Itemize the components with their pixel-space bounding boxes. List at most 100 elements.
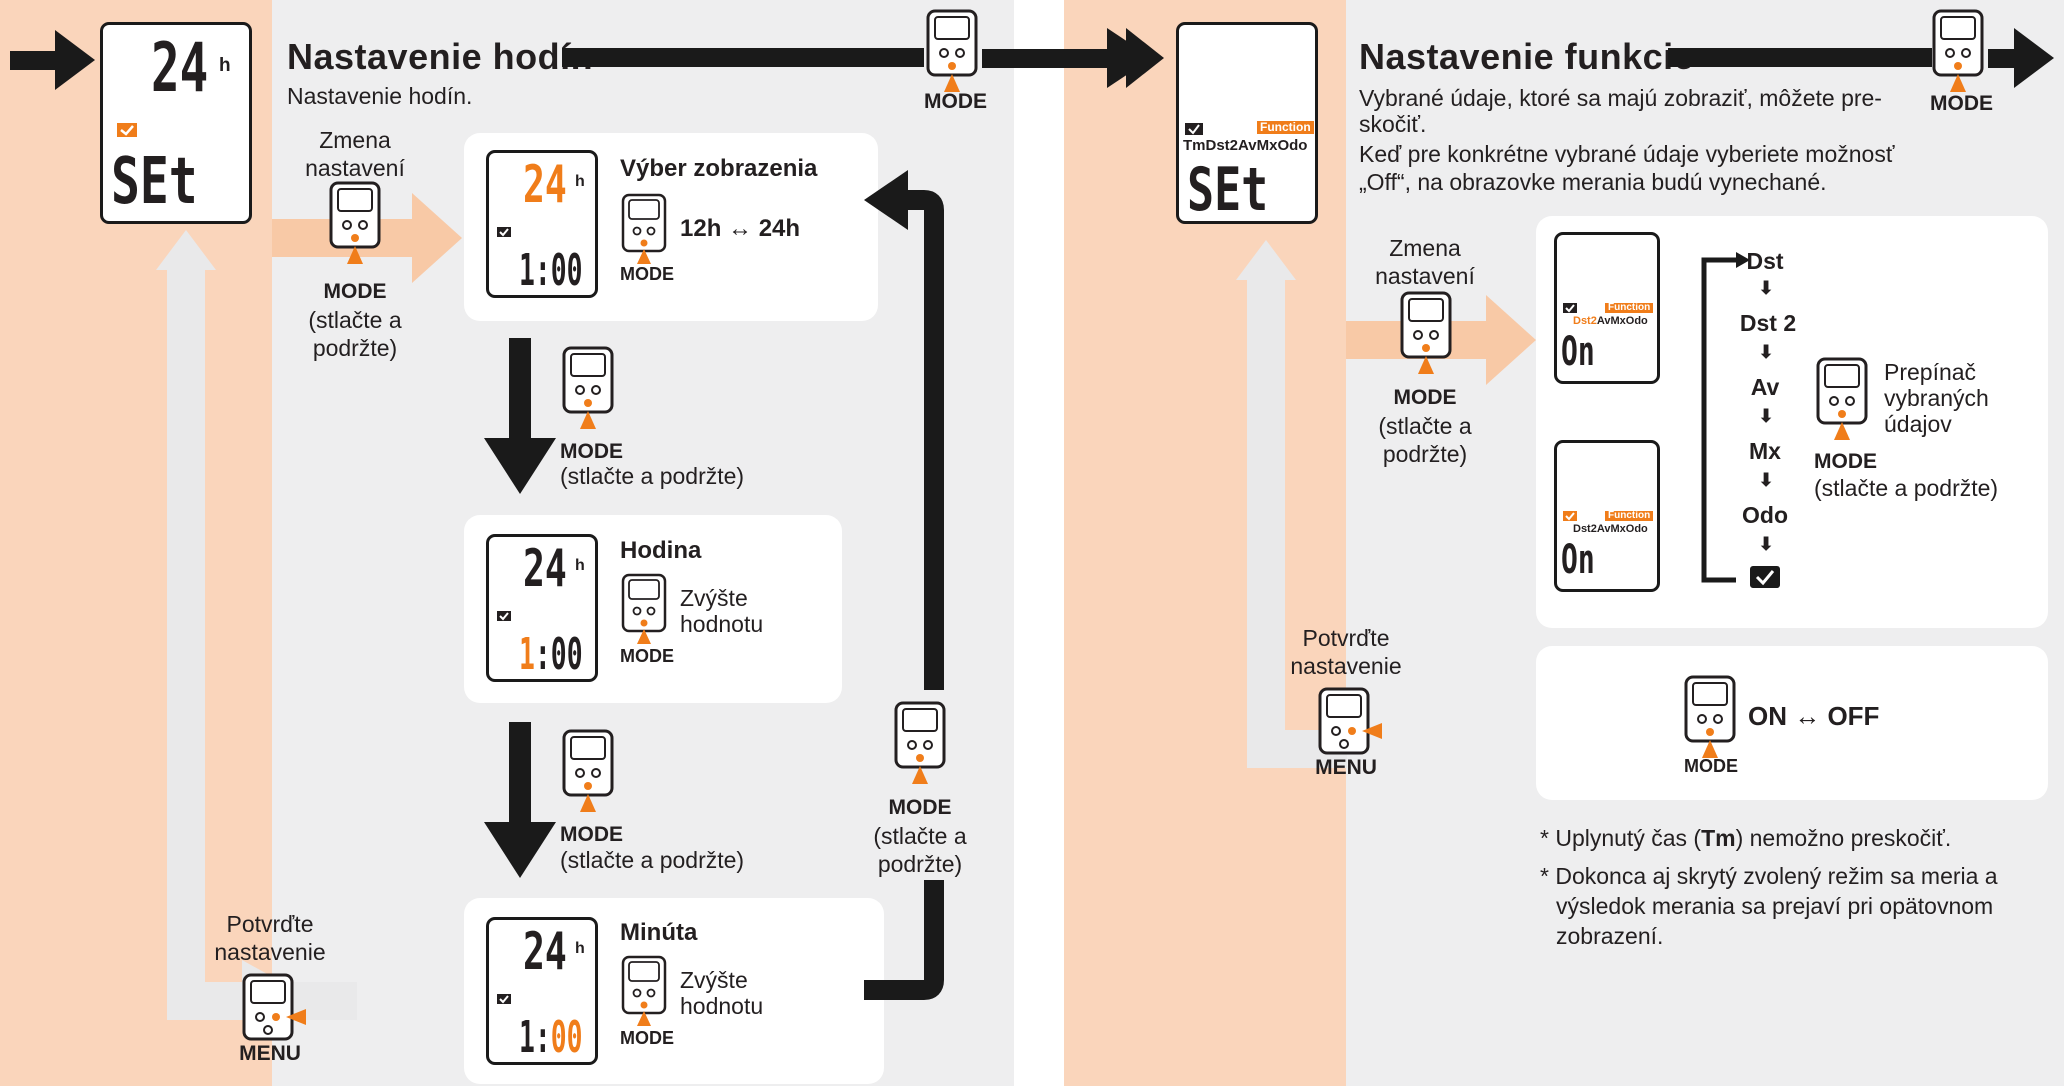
- switch-mode-button-icon[interactable]: [1814, 356, 1870, 440]
- right-confirm-line2: nastavenie: [1290, 653, 1402, 679]
- main-clock-lcd: 24 h SEt: [100, 22, 252, 224]
- right-title-bar: [1668, 48, 1932, 67]
- left-loop-arrow: [156, 230, 357, 1020]
- lcd-a-row-hi: Dst2: [1573, 315, 1597, 327]
- right-change-label-line2: nastavení: [1375, 263, 1475, 289]
- confirm-label-line1: Potvrďte: [226, 911, 314, 937]
- confirm-label-line2: nastavenie: [214, 939, 326, 965]
- entry-arrow: [10, 30, 95, 90]
- lcd-top-unit: h: [219, 55, 231, 76]
- function-clock-icon: [1185, 123, 1203, 135]
- right-menu-button-icon[interactable]: [1316, 686, 1384, 756]
- right-desc-line3: Keď pre konkrétne vybrané údaje vyberiet…: [1359, 141, 1895, 167]
- note-1-pre: * Uplynutý čas (: [1540, 825, 1702, 851]
- flow-item-dst: Dst: [1746, 248, 1784, 274]
- right-section-title: Nastavenie funkcie: [1359, 36, 1695, 77]
- step2-mode-button-icon[interactable]: [620, 572, 668, 644]
- note-1-post: ) nemožno preskočiť.: [1735, 825, 1952, 851]
- down2-text: (stlačte a podržte): [560, 847, 745, 873]
- right-hold-mode-button-icon[interactable]: [1398, 290, 1454, 374]
- step2-lcd-bottom: 1:00: [519, 629, 583, 680]
- lcd-b-row: Dst2AvMxOdo: [1573, 523, 1648, 535]
- step1-desc: 12h ↔ 24h: [680, 215, 801, 242]
- step2-lcd-top: 24: [523, 539, 567, 599]
- menu-button-icon[interactable]: [240, 972, 308, 1042]
- down-arrow-2: [484, 722, 556, 878]
- flow-item-av: Av: [1750, 374, 1780, 400]
- left-section-title: Nastavenie hodín: [287, 36, 594, 77]
- step1-clock-icon: [497, 227, 511, 237]
- step3-lcd-top: 24: [523, 922, 567, 982]
- note-2-line2: výsledok merania sa prejaví pri opätovno…: [1556, 893, 1994, 919]
- hold-mode-button-icon[interactable]: [327, 180, 383, 264]
- step3-mode-button-icon[interactable]: [620, 954, 668, 1026]
- note-1-bold: Tm: [1701, 825, 1736, 851]
- exit-arrow: [1988, 28, 2054, 88]
- down1-mode-button-icon[interactable]: [560, 345, 616, 429]
- step1-mode-button-icon[interactable]: [620, 192, 668, 264]
- onoff-mode-button-icon[interactable]: [1682, 674, 1738, 758]
- down2-mode-label: MODE: [560, 823, 623, 846]
- switch-label-line1: Prepínač: [1884, 359, 1977, 385]
- step1-lcd-unit: h: [575, 173, 585, 190]
- lcd-a-clock-icon: [1563, 303, 1577, 313]
- step1-lcd-top: 24: [523, 155, 567, 215]
- lcd-b-function-badge: Function: [1605, 511, 1654, 521]
- flow-arrow-4: ⬇: [1758, 470, 1774, 490]
- onoff-card: [1536, 646, 2048, 800]
- top-mode-label: MODE: [924, 90, 987, 113]
- left-section-subtitle: Nastavenie hodín.: [287, 83, 473, 109]
- step2-lcd-bottom-hi: 1: [519, 629, 535, 680]
- right-desc-line1: Vybrané údaje, ktoré sa majú zobraziť, m…: [1359, 85, 1882, 111]
- lcd-top-digits: 24: [151, 29, 209, 108]
- lcd-bottom-text: SEt: [111, 145, 198, 219]
- change-label-line2: nastavení: [305, 155, 405, 181]
- flow-clock-icon: [1750, 566, 1780, 588]
- flow-item-odo: Odo: [1742, 502, 1788, 528]
- right-desc-line4: „Off“, na obrazovke merania budú vynecha…: [1359, 169, 1827, 195]
- step3-lcd-bottom-hi: 00: [550, 1012, 583, 1063]
- switch-text: (stlačte a podržte): [1814, 475, 1999, 501]
- data-lcd-a: Function Dst2AvMxOdo On: [1554, 232, 1660, 384]
- step3-desc-line1: Zvýšte: [680, 967, 748, 993]
- menu-label: MENU: [239, 1042, 301, 1065]
- step3-lcd-bottom-rest: 1:: [519, 1012, 551, 1063]
- lcd-a-row: Dst2AvMxOdo: [1573, 315, 1648, 327]
- right-hold-text-line2: podržte): [1382, 441, 1468, 467]
- step2-clock-icon: [497, 611, 511, 621]
- return-text-line1: (stlačte a: [873, 823, 967, 849]
- right-change-label-line1: Zmena: [1389, 235, 1461, 261]
- switch-label-line3: údajov: [1884, 411, 1952, 437]
- clock-icon: [117, 123, 137, 137]
- step3-title: Minúta: [620, 919, 698, 946]
- note-1: * Uplynutý čas (Tm) nemožno preskočiť.: [1540, 824, 1951, 853]
- hold-text-line2: podržte): [312, 335, 398, 361]
- function-row: TmDst2AvMxOdo: [1183, 137, 1308, 154]
- step1-title: Výber zobrazenia: [620, 155, 818, 182]
- top-mode-button-icon[interactable]: [924, 8, 980, 92]
- step2-lcd: 24 h 1:00: [486, 534, 598, 682]
- note-2-line1: * Dokonca aj skrytý zvolený režim sa mer…: [1540, 863, 1998, 889]
- down2-mode-button-icon[interactable]: [560, 728, 616, 812]
- flow-arrow-3: ⬇: [1758, 406, 1774, 426]
- return-loop-arrow: [864, 170, 944, 1000]
- lcd-a-row-rest: AvMxOdo: [1596, 315, 1648, 327]
- step2-mode-label: MODE: [620, 646, 674, 666]
- onoff-text: ON ↔ OFF: [1748, 701, 1880, 731]
- function-badge: Function: [1257, 121, 1314, 134]
- right-top-mode-button-icon[interactable]: [1930, 8, 1986, 92]
- flow-bracket: [1701, 252, 1750, 583]
- function-lcd-bottom: SEt: [1187, 155, 1269, 225]
- flow-item-dst2: Dst 2: [1739, 310, 1797, 336]
- step1-mode-label: MODE: [620, 264, 674, 284]
- right-confirm-line1: Potvrďte: [1302, 625, 1390, 651]
- return-mode-button-icon[interactable]: [892, 700, 948, 784]
- hold-mode-label: MODE: [323, 280, 387, 303]
- flow-arrow-2: ⬇: [1758, 342, 1774, 362]
- change-label-line1: Zmena: [319, 127, 391, 153]
- step3-lcd: 24 h 1:00: [486, 917, 598, 1065]
- step3-lcd-bottom: 1:00: [519, 1012, 583, 1063]
- step3-lcd-unit: h: [575, 940, 585, 957]
- step2-title: Hodina: [620, 537, 702, 564]
- flow-item-mx: Mx: [1749, 438, 1781, 464]
